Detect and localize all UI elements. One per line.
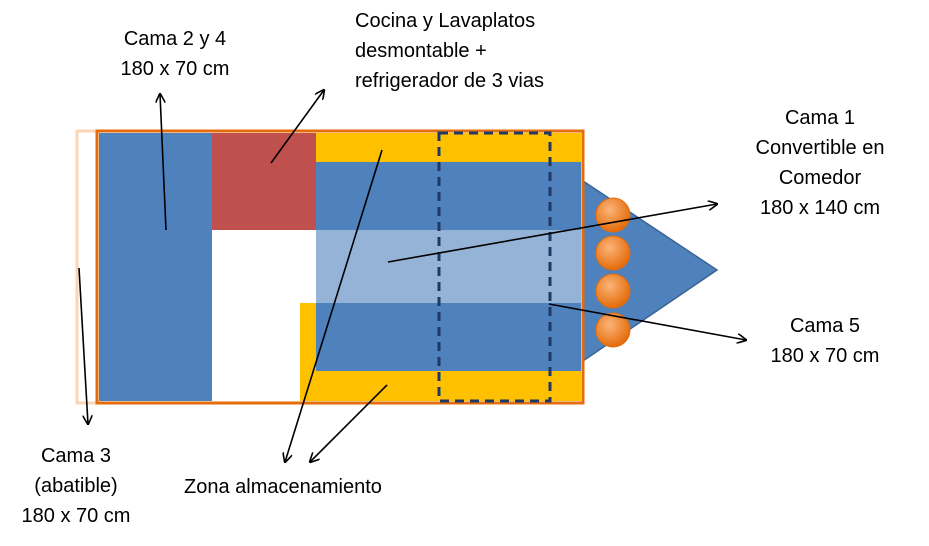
storage-bottom xyxy=(316,371,581,401)
arrow-cama-5 xyxy=(548,303,746,340)
cama-1-top xyxy=(316,162,581,230)
label-cama-5: Cama 5 180 x 70 cm xyxy=(750,311,900,371)
label-zona-almacenamiento: Zona almacenamiento xyxy=(184,472,382,502)
label-cama-1-line1: Cama 1 xyxy=(784,107,856,129)
arrow-zona-top xyxy=(285,149,383,462)
label-cocina: Cocina y Lavaplatos desmontable + refrig… xyxy=(355,6,544,96)
label-cama-1: Cama 1 Convertible en Comedor 180 x 140 … xyxy=(735,103,905,223)
orange-circle xyxy=(595,197,631,233)
arrow-cama-3 xyxy=(78,267,88,424)
cama-5-dashed xyxy=(437,131,552,403)
trailer-border xyxy=(95,129,585,405)
label-cama-2-4: Cama 2 y 4 180 x 70 cm xyxy=(102,24,248,84)
cama-1-bottom xyxy=(316,303,581,371)
arrow-zona-bottom xyxy=(310,384,388,462)
cama-1-middle xyxy=(316,230,581,303)
label-cama-5-line1: Cama 5 xyxy=(789,315,861,337)
storage-top xyxy=(316,133,581,162)
label-cama-2-4-line2: 180 x 70 cm xyxy=(120,58,230,80)
label-cocina-line2: desmontable + xyxy=(355,40,487,62)
arrow-cocina xyxy=(270,90,324,164)
label-cama-3-line1: Cama 3 xyxy=(40,445,112,467)
label-cocina-line3: refrigerador de 3 vias xyxy=(355,70,544,92)
cocina-block xyxy=(212,133,316,230)
label-cocina-line1: Cocina y Lavaplatos xyxy=(355,10,536,32)
label-cama-2-4-line1: Cama 2 y 4 xyxy=(123,28,227,50)
arrow-cama-2-4 xyxy=(160,94,167,231)
arrow-cama-1 xyxy=(387,204,717,263)
label-cama-1-line2: Convertible en xyxy=(755,137,885,159)
orange-circle xyxy=(595,312,631,348)
label-cama-1-line4: 180 x 140 cm xyxy=(759,197,881,219)
label-zona-line1: Zona almacenamiento xyxy=(184,476,382,498)
label-cama-3-line3: 180 x 70 cm xyxy=(21,505,131,527)
label-cama-3-line2: (abatible) xyxy=(34,475,118,497)
orange-circle xyxy=(595,273,631,309)
cama-2-4-block xyxy=(99,133,212,401)
label-cama-5-line2: 180 x 70 cm xyxy=(770,345,880,367)
label-cama-3: Cama 3 (abatible) 180 x 70 cm xyxy=(4,441,148,531)
orange-circle xyxy=(595,235,631,271)
label-cama-1-line3: Comedor xyxy=(778,167,862,189)
